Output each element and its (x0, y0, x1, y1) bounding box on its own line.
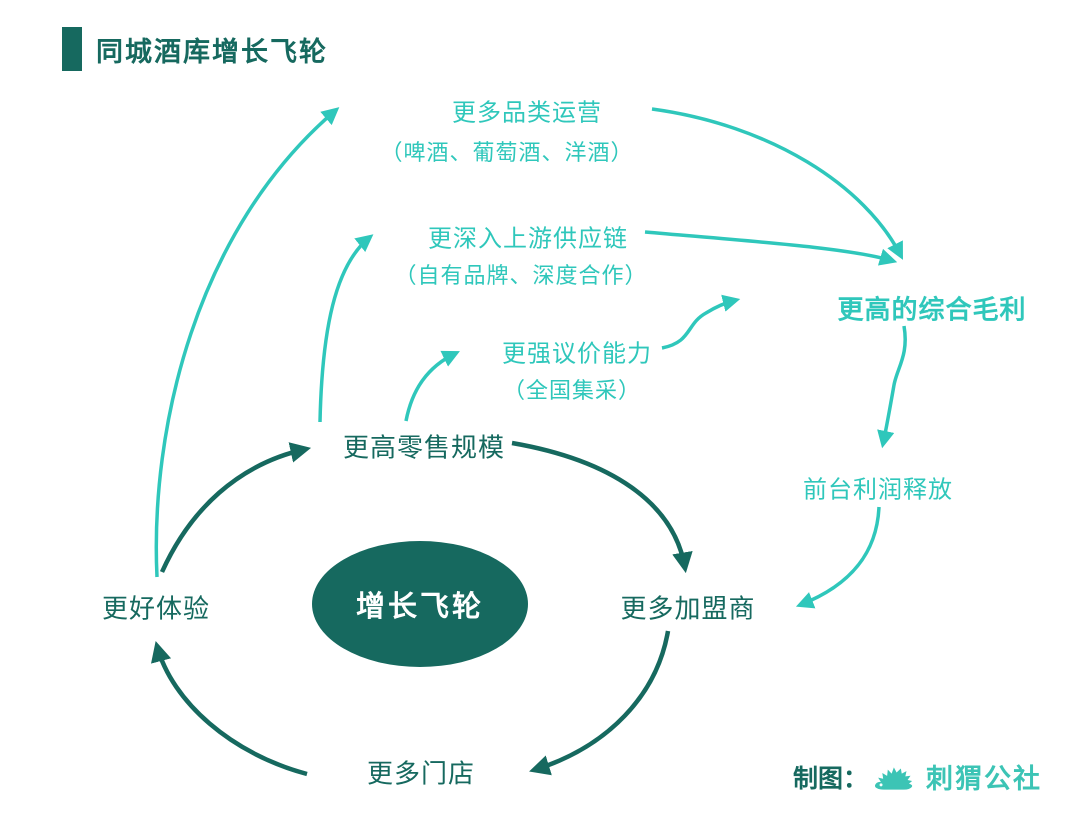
branch-supply-chain-label: 更深入上游供应链 (428, 225, 628, 253)
arrow-bargaining-to-gross-profit (661, 294, 741, 350)
arc-experience-to-retail-scale (159, 442, 312, 573)
arc-retail-scale-to-franchisees (511, 440, 693, 574)
credit-prefix: 制图： (792, 764, 868, 793)
branch-categories-label: 更多品类运营 (452, 99, 602, 127)
center-flywheel-label: 增长飞轮 (355, 591, 485, 623)
credit: 制图： 刺猬公社 (793, 757, 1042, 796)
arrow-gross-profit-to-profit-release (877, 325, 907, 449)
branch-bargaining-label: 更强议价能力 (502, 340, 652, 368)
branch-supply-chain-sub: （自有品牌、深度合作） (394, 263, 648, 288)
arrow-retail-scale-to-supply-chain (318, 234, 374, 423)
arrow-profit-release-to-franchisees (795, 506, 881, 609)
arc-franchisees-to-stores (529, 630, 671, 776)
node-franchisees-label: 更多加盟商 (620, 593, 756, 624)
arrow-supply-chain-to-gross-profit (644, 230, 898, 266)
node-retail-scale-label: 更高零售规模 (342, 432, 506, 463)
arc-stores-to-experience (151, 641, 308, 777)
outcome-profit-release-label: 前台利润释放 (803, 476, 953, 504)
header: 同城酒库增长飞轮 (62, 27, 328, 71)
hedgehog-logo-icon (874, 766, 913, 790)
arrow-retail-scale-to-bargaining (404, 350, 460, 422)
title-accent-bar (62, 27, 82, 71)
credit-brand: 刺猬公社 (926, 764, 1042, 794)
arrow-experience-to-categories (154, 107, 340, 578)
node-experience-label: 更好体验 (101, 593, 211, 624)
node-stores-label: 更多门店 (366, 758, 476, 789)
branch-bargaining-sub: （全国集采） (502, 378, 642, 403)
outcome-gross-profit-label: 更高的综合毛利 (837, 294, 1027, 325)
page-title: 同城酒库增长飞轮 (96, 36, 328, 67)
center-ellipse (312, 541, 528, 667)
branch-categories-sub: （啤酒、葡萄酒、洋酒） (380, 140, 634, 165)
arrow-categories-to-gross-profit (651, 107, 903, 260)
